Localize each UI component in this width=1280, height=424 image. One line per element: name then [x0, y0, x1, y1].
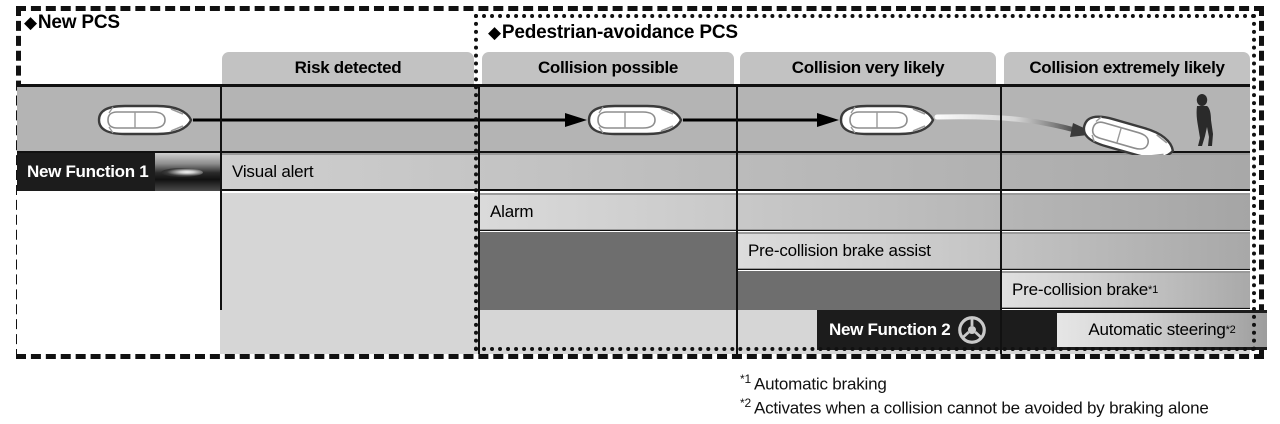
footnote-2-marker: *2	[740, 396, 751, 410]
column-header-label: Risk detected	[294, 58, 402, 77]
stage-grid: New Function 1 Visual alert Alarm Pre-co…	[17, 84, 1267, 356]
bar-alarm: Alarm	[478, 195, 1250, 229]
bar-pre-collision-brake-label: Pre-collision brake	[1012, 280, 1149, 299]
new-function-2-band: New Function 2 Automatic steering*2	[817, 310, 1267, 350]
pedestrian-silhouette	[1196, 94, 1213, 146]
column-separator-4	[1000, 84, 1002, 354]
car-top-view-swerving	[1079, 110, 1178, 156]
footnote-1-marker: *1	[740, 372, 751, 386]
car-top-view	[97, 104, 193, 136]
bar-visual-alert-label: Visual alert	[232, 162, 314, 181]
bar-pre-collision-brake-assist-label: Pre-collision brake assist	[748, 241, 931, 260]
diamond-icon: ◆	[24, 13, 37, 32]
pedestrian-avoidance-pcs-title-label: Pedestrian-avoidance PCS	[501, 22, 738, 43]
bar-pre-collision-brake: Pre-collision brake*1	[1000, 273, 1250, 307]
scene-row	[17, 84, 1250, 156]
scene-illustration	[97, 94, 1213, 156]
bar-alarm-label: Alarm	[490, 202, 534, 221]
column-header-collision-possible: Collision possible	[482, 52, 734, 84]
bar-automatic-steering-label: Automatic steering	[1088, 320, 1226, 339]
footnote-2-text: Activates when a collision cannot be avo…	[753, 398, 1209, 418]
new-function-2-label: New Function 2	[829, 320, 951, 339]
column-header-label: Collision possible	[537, 58, 679, 77]
collision-possible-inactive-fill	[478, 232, 736, 310]
column-header-collision-very-likely: Collision very likely	[740, 52, 996, 84]
car-top-view	[839, 104, 935, 136]
column-header-label: Collision extremely likely	[1029, 58, 1225, 77]
new-function-1-chip: New Function 1	[17, 153, 220, 191]
new-function-2-label-group: New Function 2	[829, 310, 987, 350]
footnote-marker-2: *2	[1225, 324, 1236, 336]
steering-wheel-icon	[958, 316, 987, 344]
column-separator-2	[478, 84, 480, 354]
bar-visual-alert: Visual alert	[220, 155, 1250, 189]
column-separator-1	[220, 84, 222, 310]
diamond-icon: ◆	[488, 23, 501, 42]
risk-column-fill	[220, 193, 478, 354]
new-function-1-label: New Function 1	[27, 162, 149, 181]
footnote-1-text: Automatic braking	[753, 374, 887, 394]
new-pcs-title: ◆New PCS	[24, 12, 120, 34]
new-pcs-title-label: New PCS	[37, 12, 120, 33]
collision-very-likely-inactive-fill	[736, 271, 1000, 310]
column-header-risk-detected: Risk detected	[222, 52, 474, 84]
column-header-collision-extremely-likely: Collision extremely likely	[1004, 52, 1250, 84]
column-header-label: Collision very likely	[791, 58, 945, 77]
car-top-view	[587, 104, 683, 136]
bar-automatic-steering: Automatic steering*2	[1057, 313, 1267, 347]
column-separator-3	[736, 84, 738, 354]
pedestrian-avoidance-pcs-title: ◆Pedestrian-avoidance PCS	[488, 22, 738, 44]
head-up-display-thumbnail-icon	[155, 153, 220, 191]
bar-pre-collision-brake-assist: Pre-collision brake assist	[736, 234, 1250, 268]
footnote-marker-1: *1	[1148, 284, 1159, 296]
